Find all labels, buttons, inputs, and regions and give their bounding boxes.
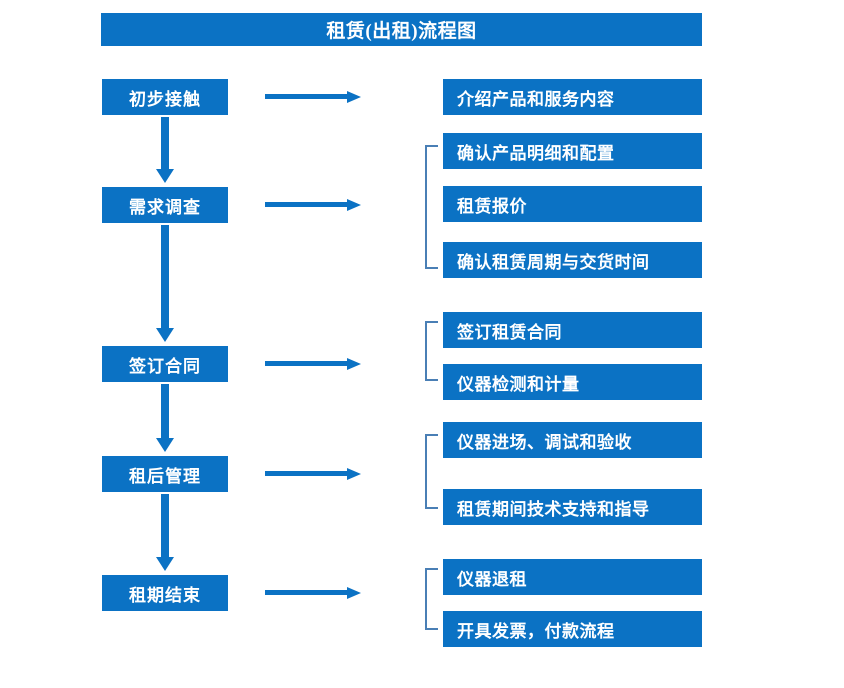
flow-arrow-down-1	[152, 117, 178, 185]
flow-arrow-down-3	[152, 384, 178, 454]
grouping-bracket-4	[425, 568, 438, 630]
grouping-bracket-1	[425, 145, 438, 269]
flow-arrow-right-4	[265, 466, 363, 482]
flow-arrow-right-2	[265, 197, 363, 213]
arrow-right-icon	[265, 358, 361, 370]
arrow-right-icon	[265, 587, 361, 599]
detail-box-4[interactable]: 确认租赁周期与交货时间	[443, 242, 702, 278]
arrow-down-icon	[156, 117, 174, 183]
detail-box-5[interactable]: 签订租赁合同	[443, 312, 702, 348]
arrow-down-icon	[156, 494, 174, 571]
detail-box-2[interactable]: 确认产品明细和配置	[443, 133, 702, 169]
stage-box-5[interactable]: 租期结束	[102, 575, 228, 611]
stage-box-2[interactable]: 需求调查	[102, 187, 228, 223]
detail-box-9[interactable]: 仪器退租	[443, 559, 702, 595]
flow-arrow-right-5	[265, 585, 363, 601]
page-title: 租赁(出租)流程图	[101, 13, 702, 46]
grouping-bracket-3	[425, 434, 438, 509]
grouping-bracket-2	[425, 321, 438, 381]
detail-box-8[interactable]: 租赁期间技术支持和指导	[443, 489, 702, 525]
detail-box-10[interactable]: 开具发票，付款流程	[443, 611, 702, 647]
arrow-down-icon	[156, 225, 174, 342]
stage-box-4[interactable]: 租后管理	[102, 456, 228, 492]
detail-box-6[interactable]: 仪器检测和计量	[443, 364, 702, 400]
arrow-down-icon	[156, 384, 174, 452]
arrow-right-icon	[265, 91, 361, 103]
stage-box-3[interactable]: 签订合同	[102, 346, 228, 382]
flow-arrow-down-4	[152, 494, 178, 573]
arrow-right-icon	[265, 468, 361, 480]
flow-arrow-right-3	[265, 356, 363, 372]
flow-arrow-right-1	[265, 89, 363, 105]
arrow-right-icon	[265, 199, 361, 211]
flow-arrow-down-2	[152, 225, 178, 344]
detail-box-1[interactable]: 介绍产品和服务内容	[443, 79, 702, 115]
stage-box-1[interactable]: 初步接触	[102, 79, 228, 115]
detail-box-3[interactable]: 租赁报价	[443, 186, 702, 222]
detail-box-7[interactable]: 仪器进场、调试和验收	[443, 422, 702, 458]
